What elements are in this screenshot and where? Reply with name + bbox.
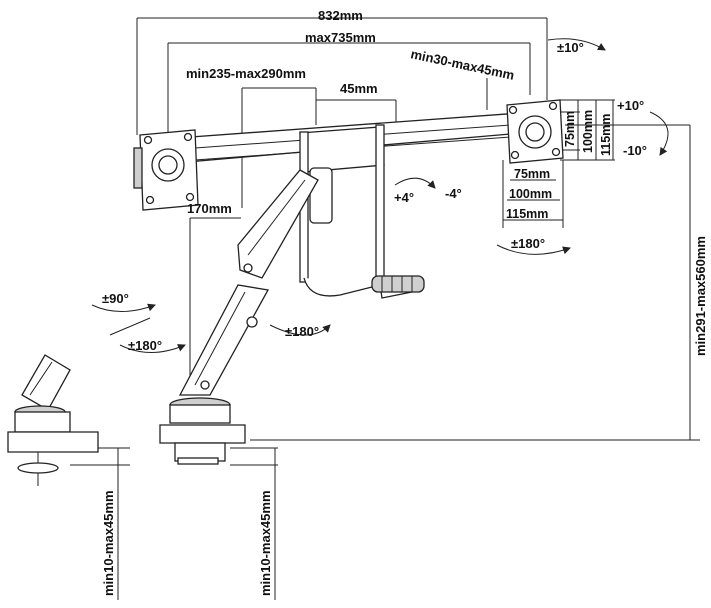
label-offset-45: 45mm [340,81,378,96]
label-rotate-base: ±180° [128,338,162,353]
dimension-labels: 832mm max735mm min235-max290mm 45mm min3… [101,8,708,596]
label-vesa-100-h: 100mm [581,110,595,153]
label-tilt-down: -10° [623,143,647,158]
label-rotate-arm: ±180° [285,324,319,339]
dimension-lines-right [250,99,700,441]
label-arm-reach: min235-max290mm [186,66,306,81]
handle-grip [371,275,425,293]
label-swivel-minus: -4° [445,186,462,201]
label-rotate-90: ±90° [102,291,129,306]
label-tilt-up: +10° [617,98,644,113]
label-rotate-vesa: ±180° [511,236,545,251]
desk-clamp-main [159,397,246,465]
lower-arm [178,284,270,396]
label-tilt-top: ±10° [557,40,584,55]
clamp-dimension-lines [70,447,278,600]
rotation-arrows [91,38,669,353]
label-clamp-range-left: min10-max45mm [101,491,116,597]
label-max-span: max735mm [305,30,376,45]
label-swivel-plus: +4° [394,190,414,205]
dimension-lines-top [136,17,548,380]
label-vesa-75-h: 75mm [563,111,577,147]
label-total-width: 832mm [318,8,363,23]
label-vesa-100-w: 100mm [509,187,552,201]
desk-clamp-detail [7,354,99,486]
label-vesa-adjust: min30-max45mm [409,46,515,83]
label-vesa-115-w: 115mm [506,207,548,221]
label-clamp-range-right: min10-max45mm [258,491,273,597]
center-joint [299,124,425,299]
upper-arm [237,169,319,279]
vesa-plate-right [506,99,564,164]
rotation-labels: ±10° +10° -10° +4° -4° ±180° ±90° ±180° … [102,40,647,353]
label-vesa-75-w: 75mm [514,167,550,181]
label-vesa-115-h: 115mm [599,114,613,156]
label-height-range: min291-max560mm [693,236,708,356]
label-pole-170: 170mm [187,201,232,216]
vesa-plate-left [133,129,199,211]
